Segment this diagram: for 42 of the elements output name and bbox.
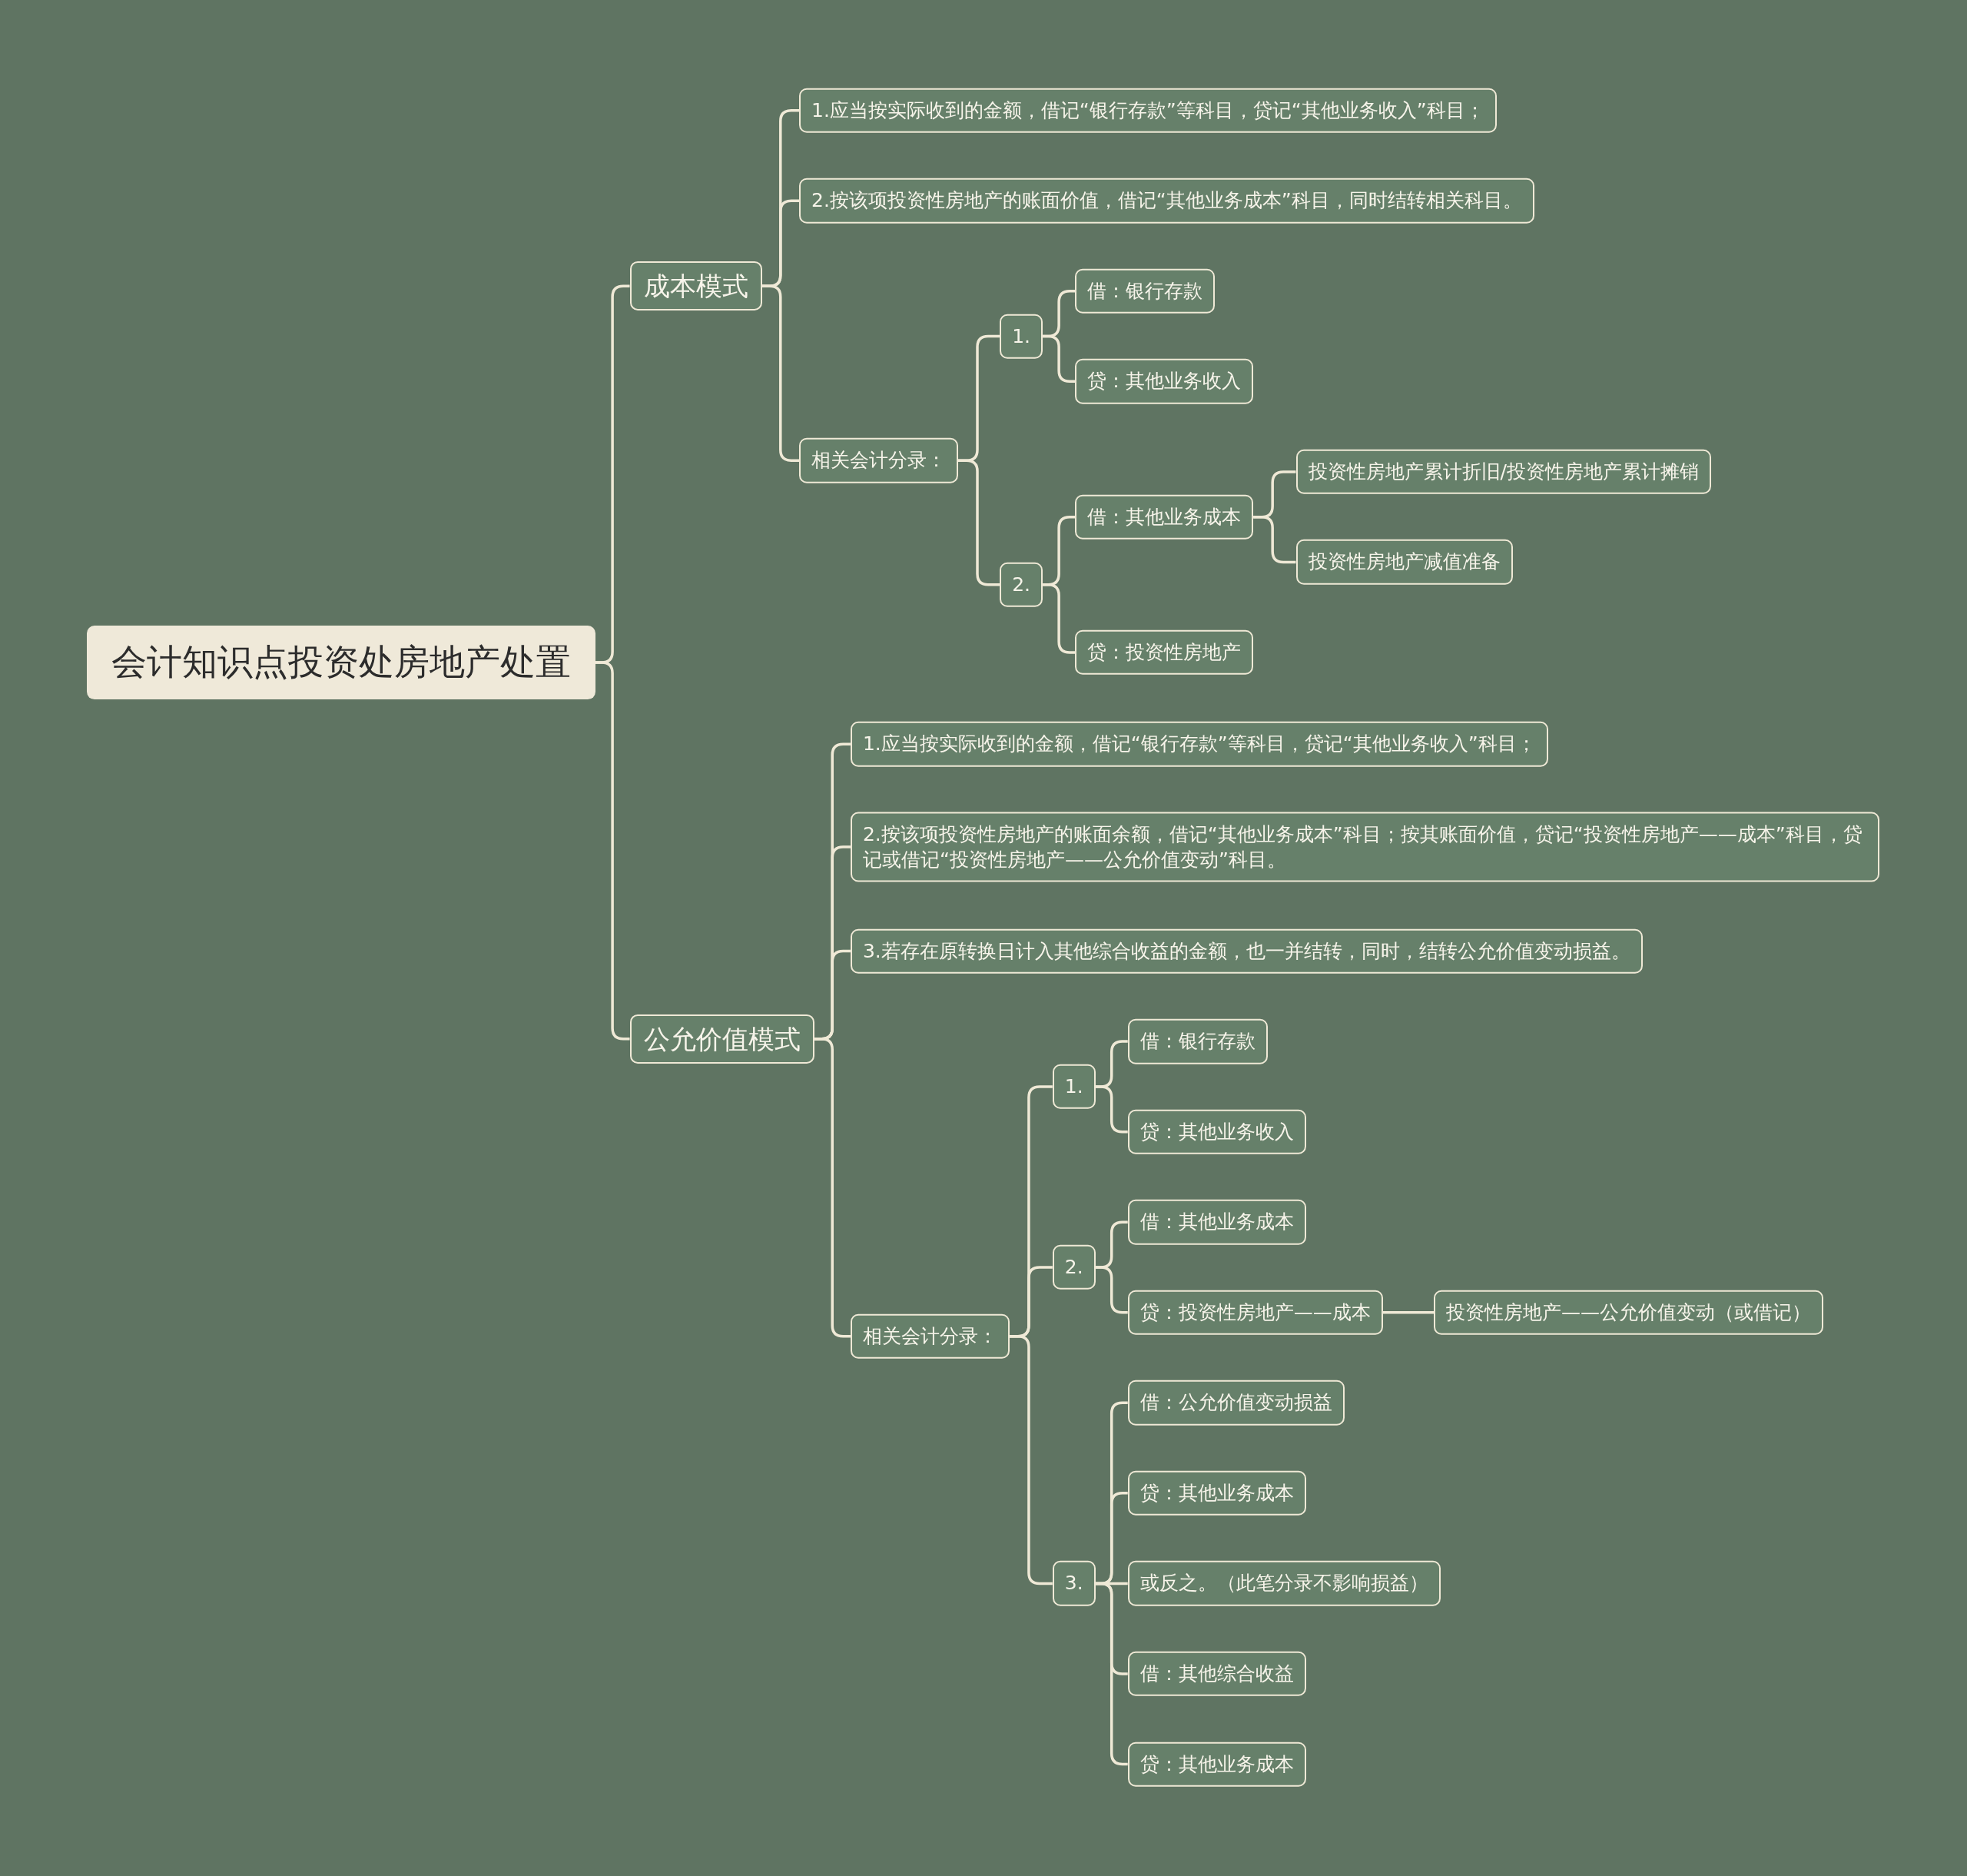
topic-box: 3. bbox=[1052, 1561, 1096, 1606]
topic-box: 投资性房地产累计折旧/投资性房地产累计摊销 bbox=[1295, 449, 1711, 495]
topic-box: 借：公允价值变动损益 bbox=[1127, 1380, 1345, 1426]
topic-box: 贷：其他业务成本 bbox=[1127, 1470, 1306, 1516]
topic-box: 1.应当按实际收到的金额，借记“银行存款”等科目，贷记“其他业务收入”科目； bbox=[850, 721, 1548, 767]
topic-box: 投资性房地产——公允价值变动（或借记） bbox=[1434, 1290, 1824, 1335]
connector-line bbox=[1095, 1582, 1128, 1766]
connector-line bbox=[1009, 1335, 1053, 1585]
branch-topic-box: 公允价值模式 bbox=[629, 1014, 814, 1064]
topic-box: 或反之。（此笔分录不影响损益） bbox=[1127, 1561, 1441, 1606]
topic-box: 贷：其他业务收入 bbox=[1127, 1109, 1306, 1154]
topic-box: 贷：其他业务成本 bbox=[1127, 1742, 1306, 1787]
topic-box: 借：银行存款 bbox=[1075, 268, 1216, 314]
connector-line bbox=[814, 1038, 851, 1338]
topic-box: 相关会计分录： bbox=[799, 437, 958, 483]
topic-box: 2.按该项投资性房地产的账面价值，借记“其他业务成本”科目，同时结转相关科目。 bbox=[799, 178, 1534, 224]
connector-line bbox=[595, 661, 630, 1041]
central-topic-box: 会计知识点投资处房地产处置 bbox=[86, 626, 595, 699]
topic-box: 贷：其他业务收入 bbox=[1075, 359, 1254, 404]
topic-box: 贷：投资性房地产——成本 bbox=[1127, 1290, 1383, 1335]
topic-box: 1.应当按实际收到的金额，借记“银行存款”等科目，贷记“其他业务收入”科目； bbox=[799, 88, 1497, 133]
connector-line bbox=[1095, 1085, 1128, 1134]
connector-line bbox=[1043, 583, 1076, 654]
connector-line bbox=[958, 459, 1000, 586]
topic-box: 借：其他综合收益 bbox=[1127, 1651, 1306, 1697]
topic-box: 1. bbox=[1000, 314, 1043, 359]
connector-line bbox=[1095, 1266, 1128, 1314]
connector-line bbox=[1382, 1311, 1435, 1314]
topic-box: 借：其他业务成本 bbox=[1075, 494, 1254, 540]
topic-box: 2. bbox=[1052, 1244, 1096, 1290]
connector-line bbox=[761, 284, 799, 462]
topic-box: 借：银行存款 bbox=[1127, 1018, 1268, 1064]
topic-box: 贷：投资性房地产 bbox=[1075, 629, 1254, 676]
topic-box: 相关会计分录： bbox=[850, 1313, 1010, 1359]
branch-topic-box: 成本模式 bbox=[629, 261, 762, 311]
topic-box: 1. bbox=[1052, 1064, 1096, 1110]
topic-box: 2. bbox=[1000, 562, 1043, 608]
topic-box: 3.若存在原转换日计入其他综合收益的金额，也一并结转，同时，结转公允价值变动损益。 bbox=[850, 928, 1643, 974]
topic-box: 投资性房地产减值准备 bbox=[1295, 540, 1513, 585]
topic-box: 借：其他业务成本 bbox=[1127, 1199, 1306, 1245]
connector-line bbox=[1043, 334, 1076, 384]
topic-box: 2.按该项投资性房地产的账面余额，借记“其他业务成本”科目；按其账面价值，贷记“投资性房地产——成本”科目，贷记或借记“投资性房地产——公允价值变动”科目。 bbox=[850, 812, 1879, 882]
